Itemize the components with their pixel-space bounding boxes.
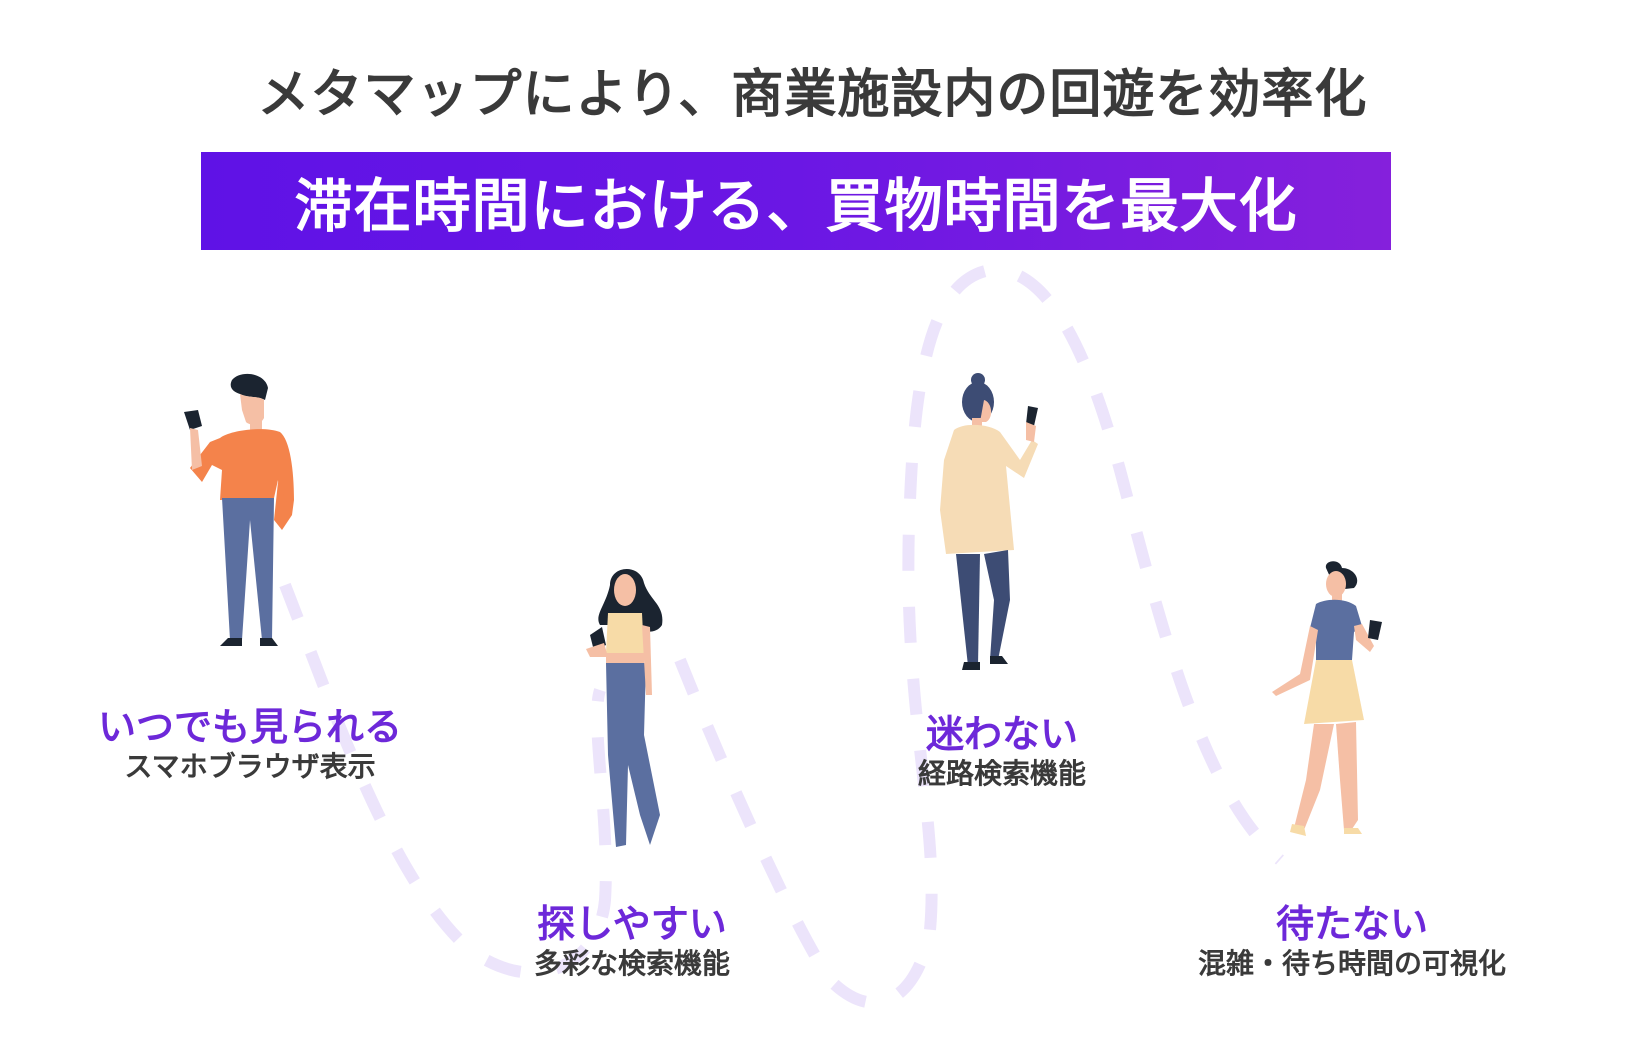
feature-headline: 待たない bbox=[1275, 902, 1429, 946]
page-title: メタマップにより、商業施設内の回遊を効率化 bbox=[257, 65, 1368, 125]
banner-text: 滞在時間における、買物時間を最大化 bbox=[294, 172, 1298, 240]
feature-subtitle: 多彩な検索機能 bbox=[533, 947, 731, 980]
feature-headline: 探しやすい bbox=[537, 902, 727, 946]
woman-long-hair-icon bbox=[586, 568, 663, 847]
feature-no-getting-lost: 迷わない 経路検索機能 bbox=[918, 712, 1086, 792]
feature-headline: 迷わない bbox=[925, 712, 1079, 756]
feature-subtitle: 混雑・待ち時間の可視化 bbox=[1197, 947, 1507, 980]
feature-always-visible: いつでも見られる スマホブラウザ表示 bbox=[98, 705, 402, 785]
feature-no-waiting: 待たない 混雑・待ち時間の可視化 bbox=[1198, 902, 1506, 982]
woman-bun-coat-icon bbox=[940, 373, 1038, 670]
man-orange-sweater-icon bbox=[184, 373, 294, 646]
feature-headline: いつでも見られる bbox=[97, 705, 403, 749]
feature-subtitle: スマホブラウザ表示 bbox=[124, 750, 376, 783]
feature-subtitle: 経路検索機能 bbox=[917, 757, 1087, 790]
woman-walking-skirt-icon bbox=[1272, 561, 1382, 836]
headline-banner: 滞在時間における、買物時間を最大化 bbox=[201, 152, 1391, 250]
feature-easy-search: 探しやすい 多彩な検索機能 bbox=[534, 902, 730, 982]
